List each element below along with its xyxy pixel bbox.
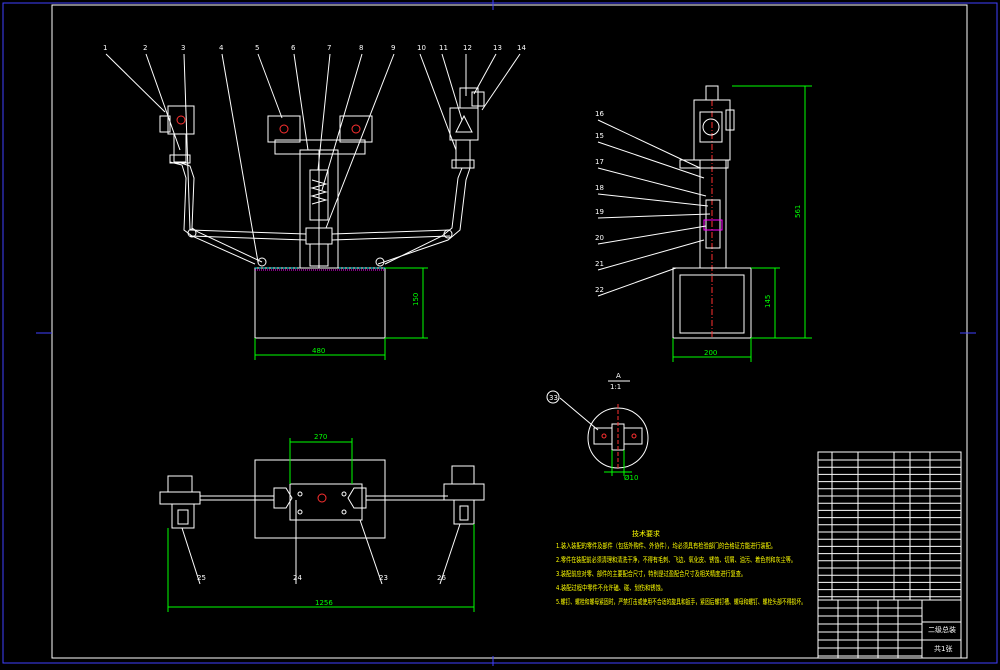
front-balloon: 4 xyxy=(219,44,224,52)
side-dimensions: 561 145 200 xyxy=(672,85,812,362)
plan-balloon: 25 xyxy=(197,574,206,582)
front-balloon: 7 xyxy=(327,44,331,52)
sheet-count: 共1张 xyxy=(934,644,952,653)
front-balloon: 11 xyxy=(439,44,448,52)
side-balloon: 18 xyxy=(595,184,604,192)
plan-balloon: 24 xyxy=(293,574,302,582)
side-balloon: 16 xyxy=(595,110,604,118)
side-balloon: 17 xyxy=(595,158,604,166)
plan-base-plate xyxy=(254,459,386,539)
tech-note-line: 1.装入装配的零件及部件（包括外购件、外协件），均必须具有检验部门的合格证方能进… xyxy=(556,541,776,550)
front-balloon: 10 xyxy=(417,44,426,52)
side-balloon: 19 xyxy=(595,208,604,216)
plan-dim-center: 270 xyxy=(314,433,327,441)
detail-label-scale: 1:1 xyxy=(610,383,621,391)
plan-leaders: 25 24 23 26 xyxy=(181,500,461,585)
detail-label-letter: A xyxy=(616,372,621,380)
detail-dim: Ø10 xyxy=(624,474,638,482)
tech-note-line: 3.装配前应对零、部件的主要配合尺寸，特别是过盈配合尺寸及相关精度进行复查。 xyxy=(556,569,746,578)
tech-note-line: 2.零件在装配前必须清理和清洗干净，不得有毛刺、飞边、氧化皮、锈蚀、切屑、油污、… xyxy=(556,555,796,564)
side-balloon: 22 xyxy=(595,286,604,294)
tech-notes-title: 技术要求 xyxy=(632,529,660,538)
side-balloon: 21 xyxy=(595,260,604,268)
side-leaders: 16 15 17 18 19 20 21 22 xyxy=(595,110,711,297)
tech-note-line: 4.装配过程中零件不允许磕、碰、划伤和锈蚀。 xyxy=(556,583,666,592)
drawing-name: 二级总装 xyxy=(928,625,956,634)
side-balloon: 15 xyxy=(595,132,604,140)
front-balloon: 1 xyxy=(103,44,107,52)
front-dim-width: 480 xyxy=(312,347,325,355)
front-dim-height: 150 xyxy=(412,293,420,306)
balloon-detail: 33 xyxy=(549,394,558,402)
title-block: 二级总装 共1张 xyxy=(817,451,962,659)
front-balloon: 3 xyxy=(181,44,185,52)
technical-requirements: 技术要求 1.装入装配的零件及部件（包括外购件、外协件），均必须具有检验部门的合… xyxy=(556,529,806,606)
front-balloon: 13 xyxy=(493,44,502,52)
motor-left xyxy=(267,115,301,143)
side-balloon: 20 xyxy=(595,234,604,242)
plan-balloon: 26 xyxy=(437,574,446,582)
front-balloon: 9 xyxy=(391,44,395,52)
front-dimensions: 480 150 xyxy=(254,267,428,360)
side-dim-width: 200 xyxy=(704,349,717,357)
side-dim-total: 561 xyxy=(794,205,802,218)
front-balloon: 2 xyxy=(143,44,147,52)
plan-balloon: 23 xyxy=(379,574,388,582)
side-view: 561 145 200 16 15 17 18 19 20 21 22 xyxy=(595,85,812,362)
front-balloon: 6 xyxy=(291,44,296,52)
front-balloon: 5 xyxy=(255,44,259,52)
front-balloon: 8 xyxy=(359,44,363,52)
plan-dimensions: 270 1256 xyxy=(167,433,475,612)
plan-view: 270 1256 25 24 23 26 xyxy=(159,433,485,612)
detail-view-a: A 1:1 Ø10 33 xyxy=(546,372,649,482)
plan-dim-total: 1256 xyxy=(315,599,333,607)
front-balloon: 12 xyxy=(463,44,472,52)
front-balloon: 14 xyxy=(517,44,526,52)
tech-note-line: 5.螺钉、螺栓和螺母紧固时，严禁打击或使用不合适的旋具和扳手，紧固后螺钉槽、螺母… xyxy=(556,597,806,606)
side-dim-base: 145 xyxy=(764,295,772,308)
